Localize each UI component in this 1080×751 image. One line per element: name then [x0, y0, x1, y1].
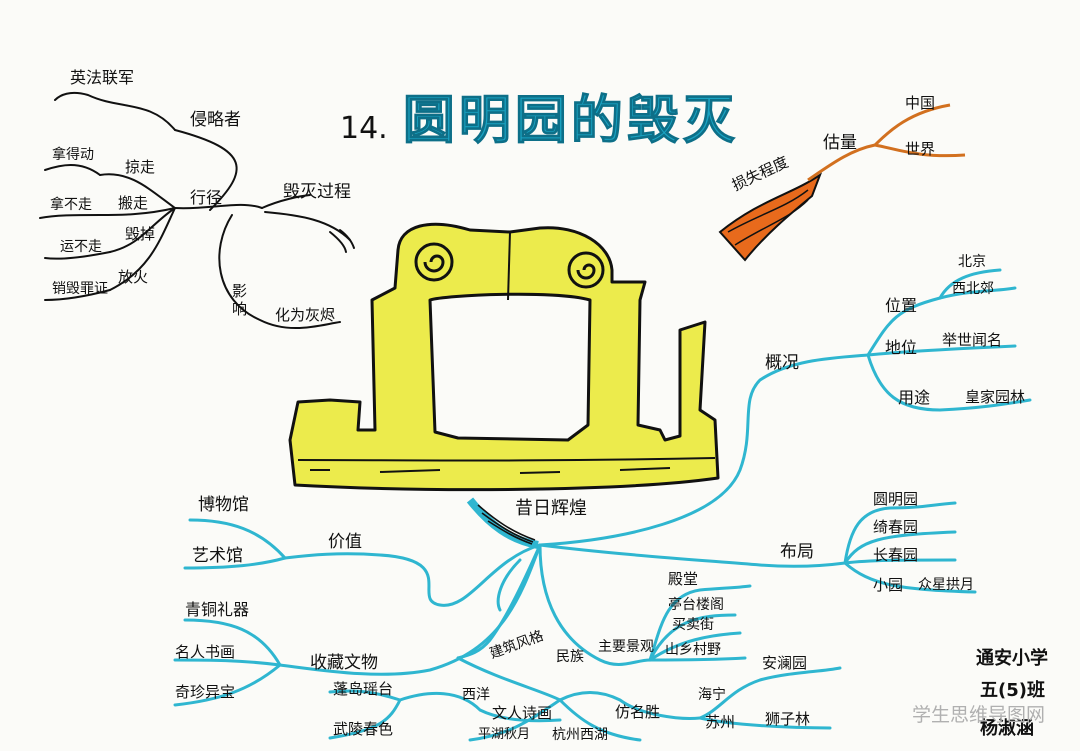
node-beijing: 北京: [958, 254, 986, 270]
node-wuling: 武陵春色: [333, 720, 394, 738]
node-action-item: 运不走: [60, 239, 102, 255]
node-imitate: 仿名胜: [615, 703, 661, 721]
node-lion-grove: 狮子林: [765, 710, 811, 728]
left-black-branches: [39, 91, 355, 330]
node-action-item: 拿不走: [50, 197, 92, 213]
node-invaders-who: 英法联军: [70, 68, 135, 87]
node-suzhou: 苏州: [705, 713, 736, 731]
ruins-gate-illustration: [288, 222, 720, 492]
center-blue-fan: [466, 497, 539, 549]
node-main-item: 殿堂: [668, 570, 699, 588]
center-node: 昔日辉煌: [515, 498, 587, 519]
watermark-text: 学生思维导图网: [912, 704, 1046, 726]
node-main-scenery: 主要景观: [598, 639, 654, 655]
node-action-item: 搬走: [118, 194, 149, 212]
loss-branch: [718, 103, 966, 262]
node-main-item: 山乡村野: [665, 642, 721, 658]
node-famous: 举世闻名: [942, 331, 1003, 349]
node-haining: 海宁: [698, 687, 726, 703]
node-calligraphy: 名人书画: [175, 643, 236, 661]
signature-school: 通安小学: [976, 648, 1048, 669]
node-use: 用途: [898, 388, 931, 407]
node-loss-china: 中国: [905, 94, 936, 112]
node-actions: 行径: [190, 188, 223, 207]
node-small-garden: 小园: [873, 576, 904, 594]
page-title: 14. 圆明园的毁灭: [340, 78, 739, 153]
node-garden: 绮春园: [873, 518, 919, 536]
node-action-item: 拿得动: [52, 147, 94, 163]
node-value: 价值: [328, 532, 362, 552]
node-effect: 影响: [232, 282, 248, 318]
node-action-item: 掠走: [125, 158, 156, 176]
title-text: 圆明园的毁灭: [402, 91, 739, 152]
node-effect-result: 化为灰烬: [275, 306, 336, 324]
title-number: 14.: [340, 111, 388, 146]
node-action-item: 放火: [118, 268, 149, 286]
node-invaders: 侵略者: [190, 110, 241, 130]
node-anlan: 安澜园: [762, 654, 808, 672]
signature-class: 五(5)班: [980, 680, 1045, 701]
node-destruction-process: 毁灭过程: [283, 182, 351, 202]
node-poetry: 文人诗画: [492, 704, 553, 722]
node-loss-measure: 估量: [823, 133, 857, 153]
node-gallery: 艺术馆: [192, 546, 243, 566]
node-relics: 收藏文物: [310, 653, 378, 673]
node-main-item: 买卖街: [672, 617, 714, 633]
node-position: 位置: [885, 296, 918, 315]
node-layout: 布局: [780, 542, 814, 562]
signature-name: 杨淑涵: [980, 718, 1034, 739]
node-national: 民族: [556, 649, 584, 665]
node-western: 西洋: [462, 687, 490, 703]
node-hangzhou: 杭州西湖: [552, 727, 608, 743]
node-main-item: 亭台楼阁: [668, 597, 724, 613]
node-penglai: 蓬岛瑶台: [333, 680, 394, 698]
node-museum: 博物馆: [198, 495, 249, 515]
node-bronze: 青铜礼器: [185, 600, 250, 619]
node-action-item: 销毁罪证: [52, 281, 108, 297]
node-action-item: 毁掉: [125, 225, 156, 243]
node-stars: 众星拱月: [918, 577, 974, 593]
node-garden: 长春园: [873, 546, 919, 564]
node-status: 地位: [885, 338, 918, 357]
blue-branches: [173, 268, 1032, 742]
node-treasures: 奇珍异宝: [175, 683, 236, 701]
node-northwest: 西北郊: [952, 281, 994, 297]
node-royal: 皇家园林: [965, 388, 1026, 406]
node-overview: 概况: [765, 353, 799, 373]
node-pinghu: 平湖秋月: [478, 727, 531, 742]
node-loss-world: 世界: [905, 140, 936, 158]
node-garden: 圆明园: [873, 490, 919, 508]
